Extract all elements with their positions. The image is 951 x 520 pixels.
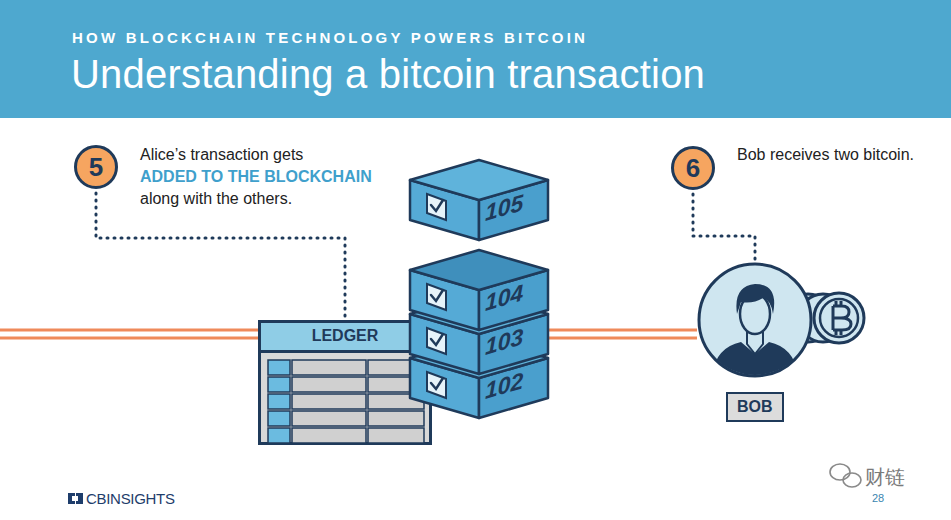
checkmark (431, 334, 443, 345)
brand-logo: CBINSIGHTS (86, 490, 175, 507)
person-silhouette (711, 284, 799, 382)
ledger-heading: LEDGER (258, 327, 432, 345)
cbinsights-logo-icon (68, 493, 83, 504)
block-top-face (410, 338, 548, 378)
slide-kicker: HOW BLOCKCHAIN TECHNOLOGY POWERS BITCOIN (72, 29, 588, 46)
checkbox (427, 372, 446, 398)
leader-line (96, 193, 345, 318)
checkmark (431, 378, 443, 389)
checkbox (427, 284, 446, 310)
checkmark (431, 290, 443, 301)
block-top-face (410, 250, 548, 290)
wechat-icon (830, 464, 861, 487)
name-tag: BOB (726, 392, 784, 422)
callout-text: Alice’s transaction gets (140, 146, 303, 164)
person-hair (736, 284, 774, 314)
callout-number: 5 (74, 145, 118, 189)
watermark: 财链 (865, 464, 905, 491)
block-top-face (410, 160, 548, 200)
ledger-cell (268, 411, 290, 426)
orange-wire-connector (548, 330, 697, 338)
page-number: 28 (872, 492, 884, 504)
slide-title: Understanding a bitcoin transaction (71, 52, 705, 97)
ledger-cell (268, 377, 290, 392)
ledger-cell (292, 377, 366, 392)
checkbox (427, 328, 446, 354)
checkmark (431, 200, 443, 211)
person-neck (747, 332, 763, 354)
block-node: 105 (410, 160, 548, 240)
ledger-cell (292, 428, 366, 443)
block-node: 104 (410, 250, 548, 330)
ledger-cell (292, 360, 366, 375)
ledger-cell (368, 428, 424, 443)
checkbox (427, 194, 446, 220)
ledger-cell (368, 360, 424, 375)
dotted-leader (693, 194, 755, 260)
block-top-face (410, 294, 548, 334)
callout-text: Bob receives two bitcoin. (737, 146, 914, 164)
ledger-cell (368, 411, 424, 426)
callout-node: 5 (74, 145, 118, 189)
ledger-cell (368, 394, 424, 409)
block-shape (410, 250, 548, 330)
person-node: BOB (697, 262, 813, 424)
ledger-cell (292, 394, 366, 409)
wire-line (548, 337, 697, 340)
callout-number: 6 (671, 146, 715, 190)
wire-line (548, 329, 697, 332)
orange-wire (0, 330, 262, 338)
leader-line (693, 194, 755, 260)
block-shape (410, 160, 548, 240)
ledger-cell (268, 428, 290, 443)
ledger-cell (268, 360, 290, 375)
ledger-cell (268, 394, 290, 409)
ledger-node: LEDGER (258, 320, 432, 445)
ledger-cell (368, 377, 424, 392)
ledger-cell (292, 411, 366, 426)
callout-highlight: ADDED TO THE BLOCKCHAIN (140, 168, 372, 186)
callout-node: 6 (671, 146, 715, 190)
callout-text: along with the others. (140, 190, 292, 208)
dotted-leader (96, 193, 345, 318)
